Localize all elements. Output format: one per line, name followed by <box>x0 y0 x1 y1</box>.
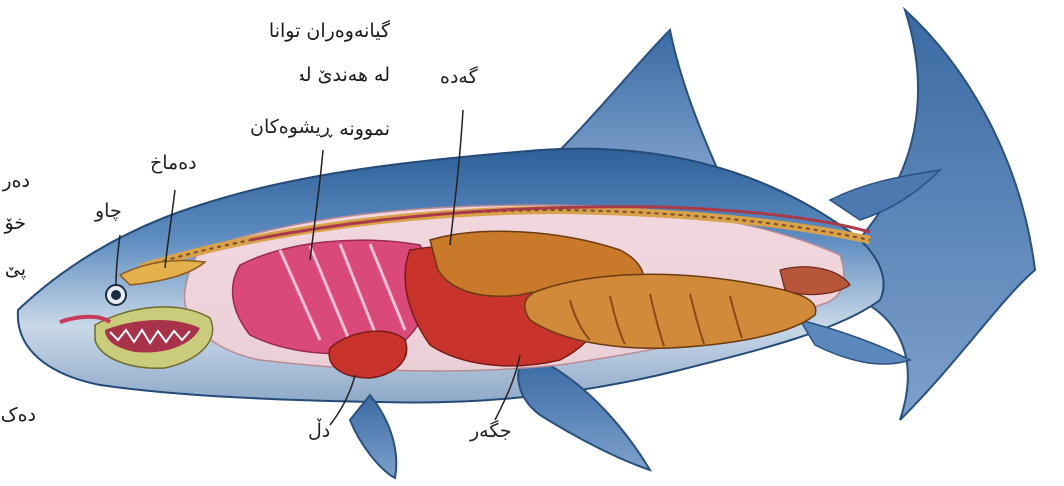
label-eye: چاو <box>95 200 122 222</box>
label-muscles: ڕیشوەکان <box>250 116 332 138</box>
label-stomach: گەدە <box>440 66 478 88</box>
label-heart: دڵ <box>308 420 330 442</box>
label-nostril: دەماخ <box>150 152 197 174</box>
label-liver: جگەر <box>470 420 512 442</box>
pelvic-fin <box>350 395 396 478</box>
